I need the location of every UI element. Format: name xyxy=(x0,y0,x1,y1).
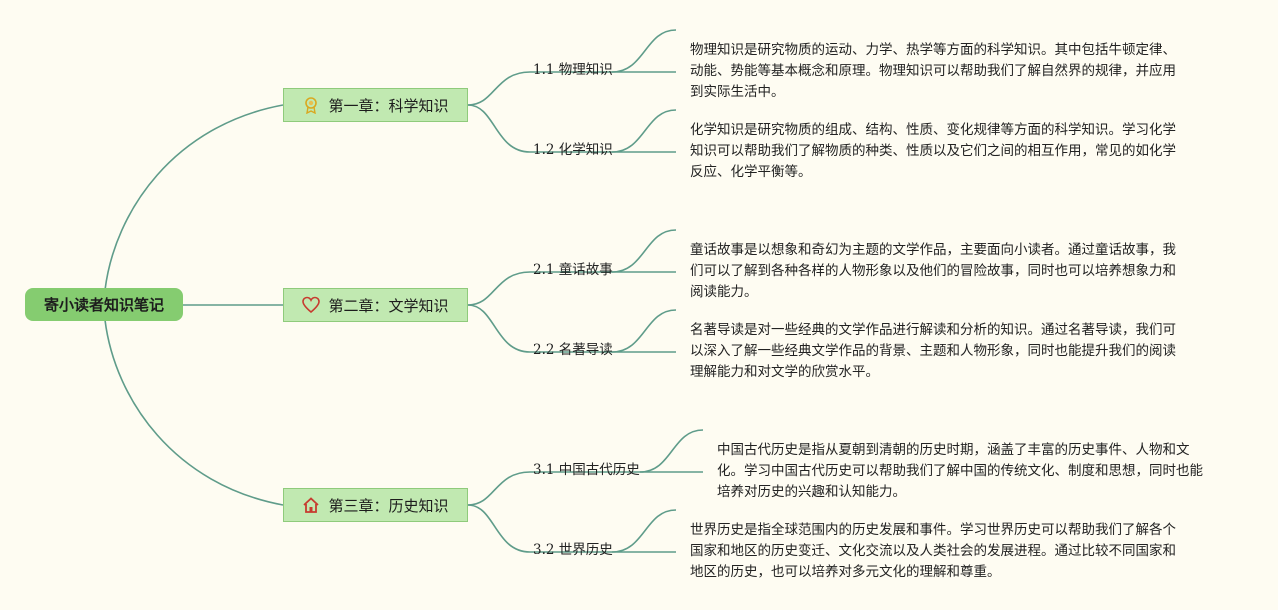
connector-s12-desc xyxy=(611,109,677,153)
section-chemistry[interactable]: 1.2 化学知识 xyxy=(533,142,613,158)
section-physics[interactable]: 1.1 物理知识 xyxy=(533,62,613,78)
connector-s22-desc xyxy=(611,309,677,353)
chapter-literature-label: 第二章：文学知识 xyxy=(328,296,449,315)
desc-ancient-china-history[interactable]: 中国古代历史是指从夏朝到清朝的历史时期，涵盖了丰富的历史事件、人物和文化。学习中… xyxy=(717,442,1203,500)
connector-ch1-s12 xyxy=(467,104,612,153)
section-classics-guide[interactable]: 2.2 名著导读 xyxy=(533,342,613,358)
section-fairy-tales[interactable]: 2.1 童话故事 xyxy=(533,262,613,278)
desc-fairy-tales[interactable]: 童话故事是以想象和奇幻为主题的文学作品，主要面向小读者。通过童话故事，我们可以了… xyxy=(690,242,1176,300)
connector-root-ch3 xyxy=(104,319,284,506)
chapter-history[interactable]: 第三章：历史知识 xyxy=(283,488,468,522)
desc-chemistry[interactable]: 化学知识是研究物质的组成、结构、性质、变化规律等方面的科学知识。学习化学知识可以… xyxy=(690,122,1176,180)
root-topic-label: 寄小读者知识笔记 xyxy=(43,296,164,314)
medal-icon xyxy=(302,96,320,115)
house-icon xyxy=(302,496,320,514)
connector-ch3-s31 xyxy=(467,471,640,506)
connector-s32-desc xyxy=(611,509,677,553)
connector-s21-desc xyxy=(611,229,677,273)
chapter-history-label: 第三章：历史知识 xyxy=(328,496,449,515)
connector-ch1-s11 xyxy=(467,71,612,106)
chapter-literature[interactable]: 第二章：文学知识 xyxy=(283,288,468,322)
section-ancient-china-history[interactable]: 3.1 中国古代历史 xyxy=(533,462,640,478)
desc-world-history[interactable]: 世界历史是指全球范围内的历史发展和事件。学习世界历史可以帮助我们了解各个国家和地… xyxy=(690,522,1176,580)
desc-physics[interactable]: 物理知识是研究物质的运动、力学、热学等方面的科学知识。其中包括牛顿定律、动能、势… xyxy=(690,42,1176,100)
root-topic[interactable]: 寄小读者知识笔记 xyxy=(25,288,183,321)
chapter-science-label: 第一章：科学知识 xyxy=(328,96,449,115)
connector-ch3-s32 xyxy=(467,504,612,553)
connector-s31-desc xyxy=(639,429,704,473)
heart-icon xyxy=(302,296,321,314)
chapter-science[interactable]: 第一章：科学知识 xyxy=(283,88,468,122)
connector-root-ch1 xyxy=(104,104,284,291)
connector-s11-desc xyxy=(611,29,677,73)
connector-ch2-s22 xyxy=(467,304,612,353)
connector-ch2-s21 xyxy=(467,271,612,306)
desc-classics-guide[interactable]: 名著导读是对一些经典的文学作品进行解读和分析的知识。通过名著导读，我们可以深入了… xyxy=(690,322,1176,380)
section-world-history[interactable]: 3.2 世界历史 xyxy=(533,542,613,558)
